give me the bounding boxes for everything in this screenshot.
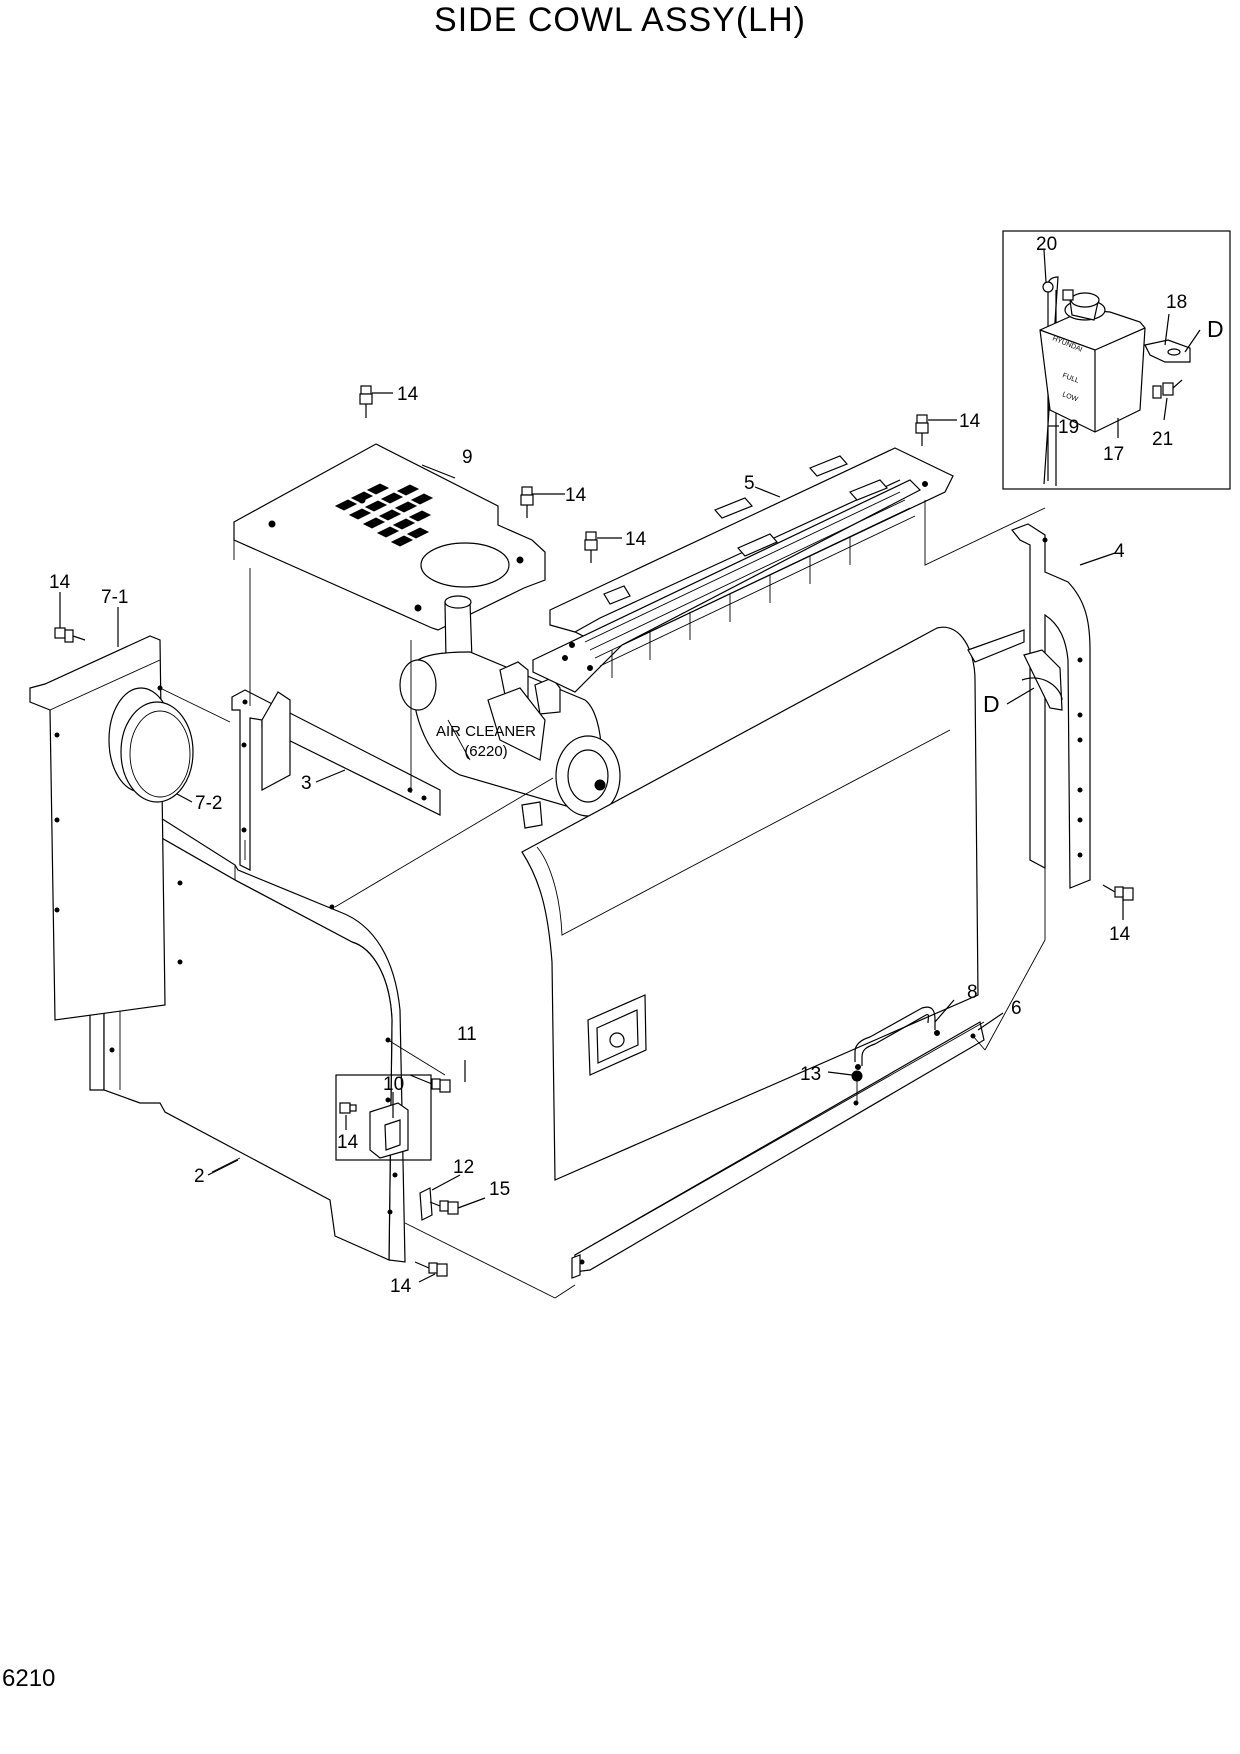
air-cleaner-ref: (6220) <box>464 743 507 760</box>
callout-label: 14 <box>390 1276 412 1297</box>
callout-label: 15 <box>489 1179 510 1200</box>
bolt-icon <box>429 1200 459 1215</box>
part-3-bracket <box>231 689 441 871</box>
part-5-louvre <box>532 447 1046 693</box>
bolt-icon <box>915 414 929 446</box>
callout-label: 8 <box>967 982 978 1003</box>
detail-marker-frame: D <box>983 691 1000 717</box>
callout-label: 14 <box>959 411 981 432</box>
bolt-icon <box>339 1102 357 1114</box>
callout-label: 14 <box>1109 924 1131 945</box>
part-12-plate <box>419 1187 433 1221</box>
callouts: 14 9 14 14 5 14 14 7-1 7-2 3 4 14 2 11 1… <box>49 234 1187 1297</box>
callout-label: 2 <box>194 1166 205 1187</box>
door-handle <box>587 994 647 1076</box>
bolt-icon <box>54 627 86 643</box>
bolts <box>54 385 1134 1277</box>
bolt-icon <box>1152 379 1183 399</box>
part-6-bottom-rail <box>571 1021 985 1279</box>
door-panel <box>521 626 979 1181</box>
bolt-icon <box>520 486 534 518</box>
part-13-nut <box>851 1070 863 1082</box>
page-number: 6210 <box>2 1665 56 1692</box>
leader-lines <box>59 249 1201 1283</box>
callout-label: 13 <box>800 1064 821 1085</box>
assembly-lines <box>159 640 986 1299</box>
callout-label: 12 <box>453 1157 474 1178</box>
callout-label: 10 <box>383 1074 404 1095</box>
reserve-tank: HYUNDAI FULL LOW <box>1039 289 1146 433</box>
detail-marker-inset: D <box>1207 316 1224 342</box>
callout-label: 11 <box>457 1024 477 1045</box>
grille-grid <box>334 483 434 547</box>
callout-label: 14 <box>397 384 419 405</box>
callout-label: 4 <box>1114 541 1125 562</box>
callout-label: 19 <box>1058 417 1079 438</box>
bolt-icon <box>359 385 373 418</box>
part-7-2-grommet <box>108 687 194 803</box>
callout-label: 9 <box>462 447 473 468</box>
callout-label: 14 <box>625 529 647 550</box>
bolt-icon <box>1102 884 1134 901</box>
callout-label: 14 <box>337 1132 359 1153</box>
callout-label: 17 <box>1103 444 1124 465</box>
page-title: SIDE COWL ASSY(LH) <box>434 1 806 39</box>
callout-label: 18 <box>1166 292 1187 313</box>
callout-label: 14 <box>49 572 71 593</box>
part-8-grab-handle <box>854 1006 940 1070</box>
detail-d-inset: HYUNDAI FULL LOW <box>1002 230 1231 490</box>
part-4-side-frame <box>967 523 1091 1051</box>
air-cleaner-label: AIR CLEANER <box>436 723 536 740</box>
bolt-icon <box>414 1261 448 1277</box>
callout-label: 20 <box>1036 234 1057 255</box>
part-9-top-cover <box>233 443 546 706</box>
callout-label: 6 <box>1011 998 1022 1019</box>
callout-label: 7-2 <box>195 793 222 814</box>
callout-label: 7-1 <box>101 587 128 608</box>
bolt-icon <box>584 531 598 563</box>
callout-label: 3 <box>301 773 312 794</box>
air-cleaner <box>399 595 621 829</box>
bolt-icon <box>409 1074 451 1093</box>
callout-label: 5 <box>744 473 755 494</box>
callout-label: 14 <box>565 485 587 506</box>
callout-label: 21 <box>1152 429 1173 450</box>
part-10-latch-detail <box>335 1074 432 1161</box>
